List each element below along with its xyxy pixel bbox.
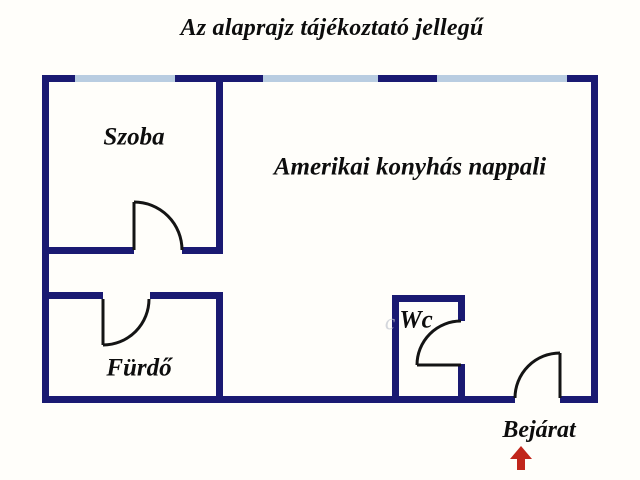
window-segment-2	[263, 75, 378, 82]
room-label-szoba: Szoba	[103, 123, 165, 151]
wall-furdo-top-right	[150, 292, 223, 299]
door-arc-szoba	[133, 200, 184, 251]
wall-right-outer	[591, 75, 598, 403]
wall-top-seg-3	[378, 75, 437, 82]
wall-bottom-seg-1	[42, 396, 515, 403]
wall-wc-right-upper	[458, 295, 465, 321]
page-title: Az alaprajz tájékoztató jellegű	[180, 15, 484, 41]
room-label-furdo: Fürdő	[106, 354, 172, 382]
watermark-fragment: c	[384, 309, 396, 335]
walls	[42, 75, 598, 403]
wall-szoba-bottom-right	[182, 247, 223, 254]
room-label-nappali: Amerikai konyhás nappali	[273, 153, 547, 181]
entrance-label: Bejárat	[502, 417, 576, 443]
entrance-arrow-icon	[510, 446, 532, 470]
windows	[75, 75, 567, 82]
wall-top-seg-1	[42, 75, 75, 82]
wall-top-seg-4	[567, 75, 598, 82]
window-segment-3	[437, 75, 567, 82]
wall-szoba-bottom-left	[49, 247, 134, 254]
wall-furdo-right	[216, 292, 223, 403]
wall-szoba-right	[216, 82, 223, 254]
wall-left-outer	[42, 75, 49, 403]
wall-top-seg-2	[175, 75, 263, 82]
wall-bottom-seg-2	[560, 396, 598, 403]
door-arc-furdo	[102, 298, 151, 347]
door-arc-wc	[415, 319, 462, 366]
wall-furdo-top-left	[42, 292, 103, 299]
wall-wc-left	[392, 295, 399, 403]
doors	[101, 200, 562, 399]
wall-wc-top	[392, 295, 465, 302]
window-segment-1	[75, 75, 175, 82]
wall-wc-right-lower	[458, 364, 465, 403]
door-arc-entrance	[513, 351, 561, 399]
room-label-wc: Wc	[399, 306, 433, 334]
